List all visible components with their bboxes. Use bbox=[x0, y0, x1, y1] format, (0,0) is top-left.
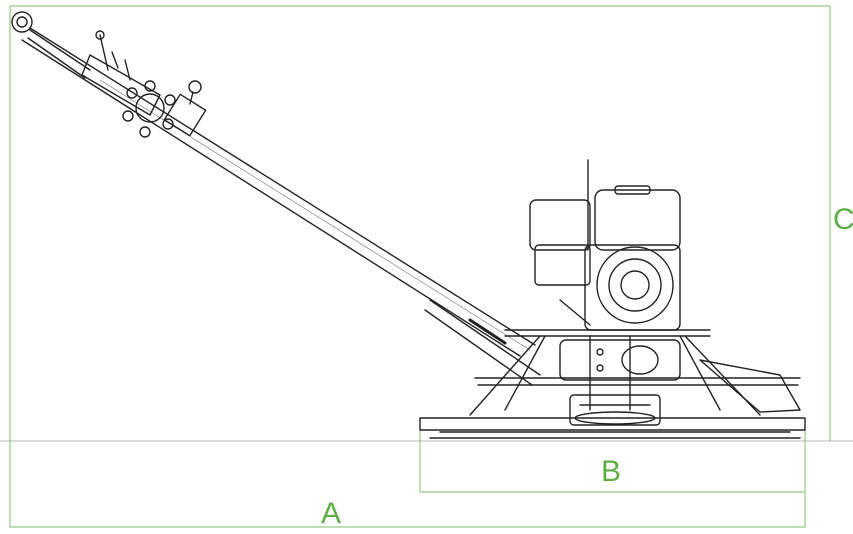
dimension-box-b bbox=[419, 425, 806, 493]
trowel-pan bbox=[419, 394, 806, 439]
pitch-control-wheel-icon bbox=[122, 80, 176, 138]
dimension-box-a bbox=[9, 441, 806, 528]
dimension-label-c: C bbox=[833, 203, 853, 236]
frame-guard bbox=[469, 329, 801, 416]
engine-icon bbox=[529, 159, 681, 331]
dimension-label-a: A bbox=[321, 497, 342, 530]
dimension-label-b: B bbox=[601, 455, 622, 488]
control-housing bbox=[81, 30, 161, 116]
handle-grip-icon bbox=[11, 11, 91, 79]
handle-tube bbox=[21, 27, 541, 386]
handle-clamp bbox=[163, 80, 207, 137]
dimension-box-c bbox=[9, 5, 831, 441]
gearbox bbox=[559, 339, 681, 381]
power-trowel-drawing bbox=[11, 11, 806, 439]
